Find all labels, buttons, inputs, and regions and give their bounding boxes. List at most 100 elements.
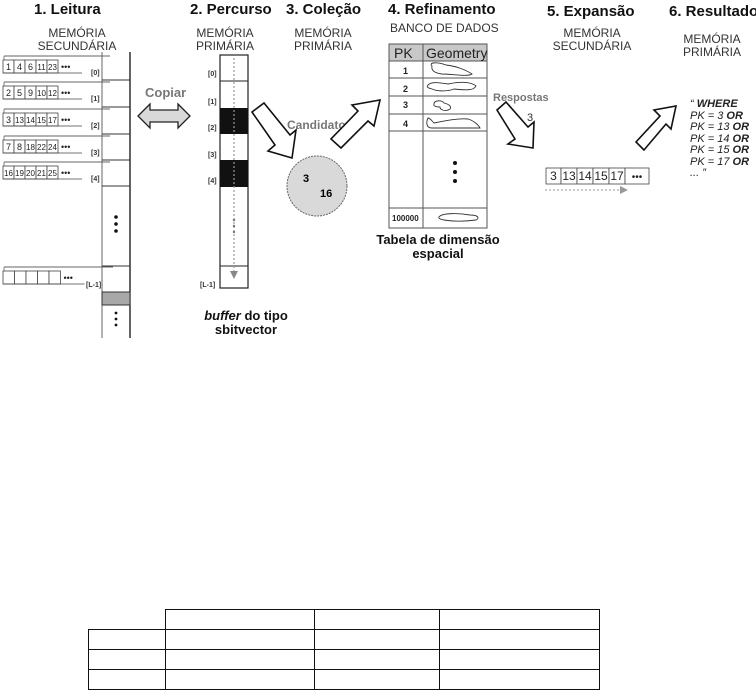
table-header-geometry: Geometry: [426, 45, 487, 61]
list-value: 21: [37, 169, 46, 178]
candidate-value: 16: [320, 188, 332, 200]
list-value: 4: [17, 62, 22, 72]
arrow-up-right-icon: [329, 98, 382, 150]
ellipsis-dot: [114, 317, 118, 321]
pk-cell: 1: [403, 66, 408, 76]
sql-line: PK = 15 OR: [690, 144, 750, 156]
buffer-index: [L-1]: [200, 282, 215, 289]
table-cell: [439, 629, 600, 650]
expanded-value: •••: [632, 172, 643, 183]
geometry-shape: [426, 81, 477, 92]
copy-label: Copiar: [145, 85, 186, 100]
table-cell: [439, 669, 600, 690]
buffer-index: [2]: [208, 125, 217, 132]
list-value: •••: [61, 88, 70, 98]
candidates-label: Candidatos: [287, 118, 353, 132]
candidate-collection: [286, 155, 348, 217]
list-index: [3]: [91, 150, 100, 157]
sql-line: PK = 3 OR: [690, 109, 743, 122]
expanded-value: 13: [562, 169, 576, 183]
step-title-expansao: 5. Expansão: [547, 3, 635, 20]
inverted-list-row: •••[L-1]: [2, 266, 113, 289]
list-value: 13: [15, 116, 24, 125]
geometry-shape: [433, 100, 451, 111]
geometry-shape: [430, 62, 473, 76]
geometry-shape: [438, 213, 479, 222]
spatial-table: [388, 43, 488, 229]
arrow-up-right-icon: [634, 104, 678, 152]
list-value: 14: [26, 116, 35, 125]
list-value: 10: [37, 89, 46, 98]
table-cell: [314, 629, 440, 650]
buffer-index: [3]: [208, 152, 217, 159]
table-cell: [165, 649, 315, 670]
ellipsis-dot: [114, 222, 118, 226]
table-cell: [165, 609, 315, 630]
sql-line: “ WHERE: [690, 98, 738, 110]
sql-line: PK = 14 OR: [690, 132, 750, 145]
table-cell: [165, 629, 315, 650]
buffer-caption: buffer do tipo sbitvector: [204, 308, 288, 337]
expanded-value: 14: [578, 169, 592, 183]
list-value: 23: [48, 63, 57, 72]
list-value: 3: [6, 115, 11, 125]
table-cell: [439, 609, 600, 630]
list-index: [2]: [91, 123, 100, 130]
step-title-refinamento: 4. Refinamento: [388, 1, 496, 18]
ellipsis-dot: [453, 161, 457, 165]
list-value: 6: [28, 62, 33, 72]
answers-label: Respostas: [493, 92, 549, 104]
table-cell: [314, 649, 440, 670]
scan-direction-arrow-icon: [545, 186, 628, 194]
list-value: •••: [64, 273, 73, 283]
expanded-value: 15: [594, 169, 608, 183]
table-cell: [314, 669, 440, 690]
table-cell: [165, 669, 315, 690]
ellipsis-dot: [114, 229, 118, 233]
pk-cell: 3: [403, 100, 408, 110]
ellipsis-dot: [453, 179, 457, 183]
list-value: 20: [26, 169, 35, 178]
buffer-index: [1]: [208, 99, 217, 106]
list-value: 25: [48, 169, 57, 178]
table-cell: [88, 609, 166, 630]
step-title-resultado: 6. Resultado: [669, 3, 756, 20]
sql-line: PK = 17 OR: [690, 155, 750, 168]
expanded-value: 17: [610, 169, 624, 183]
geometry-shape: [426, 117, 481, 129]
table-cell: [88, 669, 166, 690]
list-value: 9: [28, 88, 33, 98]
step-title-percurso: 2. Percurso: [190, 1, 272, 18]
list-value: 12: [48, 89, 57, 98]
table-cell: [314, 609, 440, 630]
table-cell: [88, 649, 166, 670]
arrow-down-right-icon: [250, 101, 298, 160]
list-index: [4]: [91, 176, 100, 183]
buffer-indices: [0][1][2][3][4][L-1]: [200, 71, 217, 289]
table-cell: [439, 649, 600, 670]
list-value: 19: [15, 169, 24, 178]
list-index: [0]: [91, 70, 100, 77]
step-title-leitura: 1. Leitura: [34, 1, 101, 18]
list-value: •••: [61, 115, 70, 125]
pk-cell: 4: [403, 119, 408, 129]
copy-double-arrow-icon: [137, 102, 191, 130]
answers-value: 3: [527, 112, 533, 124]
memory-label-banco: BANCO DE DADOS: [390, 21, 499, 35]
list-value: 5: [17, 88, 22, 98]
pk-cell: 100000: [392, 214, 419, 223]
candidate-value: 3: [303, 173, 309, 185]
empty-table: [88, 609, 600, 690]
list-value: 1: [6, 62, 11, 72]
